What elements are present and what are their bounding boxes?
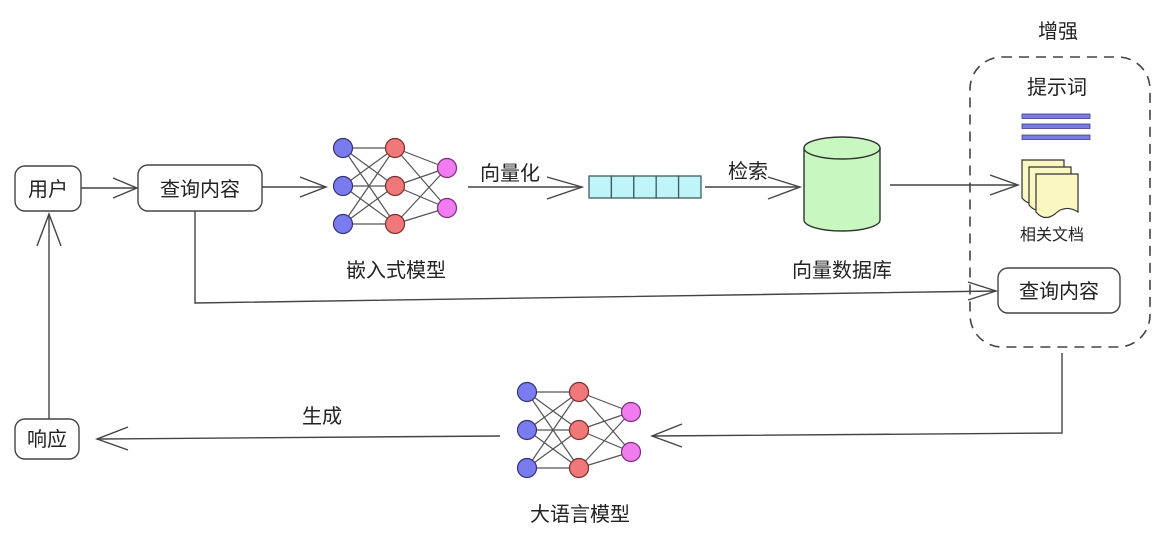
prompt-lines-icon [1021,113,1091,140]
vector-cell [588,175,613,199]
hidden-neuron [568,457,590,479]
response-label: 响应 [27,427,67,451]
arrow-generate: 生成 [94,404,501,451]
input-neuron [332,137,354,159]
embedding-model-network [332,137,458,235]
user-node: 用户 [14,165,82,212]
augment-group-border [969,56,1151,348]
arrow-vectorize: 向量化 [468,161,585,200]
arrow-query-to-augment [194,211,999,304]
output-neuron [436,157,458,179]
hidden-neuron [384,175,406,197]
vector-embedding [588,175,702,199]
arrow-augment-to-llm [650,353,1063,448]
network-edge [526,391,580,469]
llm-label: 大语言模型 [530,502,630,526]
network-edge [526,391,580,431]
hidden-neuron [568,381,590,403]
output-neuron [436,197,458,219]
vector-database-label: 向量数据库 [792,258,892,282]
augment-label: 增强 [1038,19,1078,43]
network-edge [394,147,448,209]
document-page [1035,173,1079,219]
output-neuron [620,401,642,423]
network-edge [342,185,396,225]
input-neuron [332,213,354,235]
llm-network [516,381,642,479]
arrow-retrieve: 检索 [705,159,803,200]
vector-cell [633,175,657,199]
network-edge [342,147,396,187]
prompt-label: 提示词 [1027,75,1087,99]
hidden-neuron [384,213,406,235]
input-neuron [516,381,538,403]
embedding-model-label: 嵌入式模型 [346,258,446,282]
query-node-augmented: 查询内容 [997,267,1121,314]
vector-cell [677,175,702,199]
query-node: 查询内容 [137,164,263,212]
documents-icon [1021,159,1079,219]
prompt-line [1021,134,1091,140]
generate-label: 生成 [302,404,342,428]
network-edge [578,411,632,469]
vector-cell [610,175,635,199]
query-augmented-label: 查询内容 [1019,279,1099,303]
output-neuron [620,441,642,463]
vector-cell [655,175,680,199]
retrieve-label: 检索 [728,159,768,183]
network-edge [578,391,632,453]
vectorize-label: 向量化 [480,161,540,185]
prompt-line [1021,113,1091,119]
arrow-user-to-query [81,177,139,199]
user-label: 用户 [28,177,68,201]
hidden-neuron [568,419,590,441]
input-neuron [516,457,538,479]
arrow-response-to-user [36,212,62,419]
arrow-query-to-embedding [262,176,328,198]
prompt-line [1021,123,1091,129]
response-node: 响应 [14,418,80,460]
input-neuron [516,419,538,441]
arrow-db-to-docs [890,174,1021,196]
network-edge [394,167,448,225]
related-docs-label: 相关文档 [1020,225,1084,244]
hidden-neuron [384,137,406,159]
vector-database-icon [803,136,881,232]
network-edge [526,429,580,469]
network-edge [342,147,396,225]
query-label: 查询内容 [160,177,240,201]
input-neuron [332,175,354,197]
